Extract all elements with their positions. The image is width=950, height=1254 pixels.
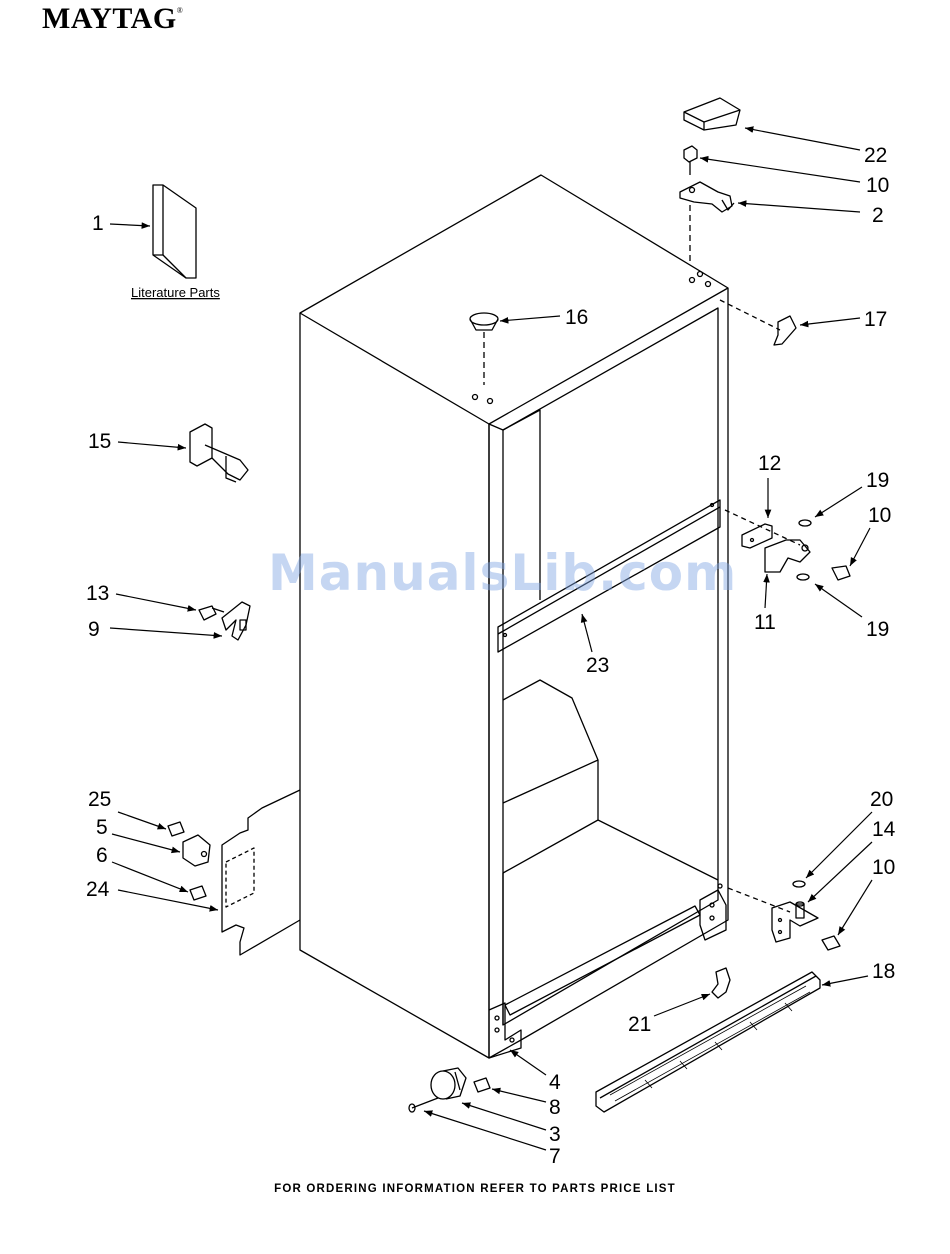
refrigerator-cabinet (222, 175, 728, 1058)
screw-part-25 (168, 822, 184, 836)
literature-parts-label: Literature Parts (131, 285, 220, 300)
callout-1: 1 (92, 212, 104, 235)
callout-12: 12 (758, 452, 781, 475)
screw-part-10-middle (832, 566, 850, 580)
watermark: ManualsLib.com (268, 544, 737, 602)
callout-21: 21 (628, 1013, 651, 1036)
screw-part-6 (190, 886, 206, 900)
footer-note: FOR ORDERING INFORMATION REFER TO PARTS … (0, 1183, 950, 1195)
screw-part-10-lower (822, 936, 840, 950)
callout-22: 22 (864, 144, 887, 167)
callout-14: 14 (872, 818, 896, 841)
center-hinge-part-11 (725, 510, 810, 572)
leveler-part-3 (431, 1068, 466, 1099)
callout-13: 13 (86, 582, 109, 605)
callout-23: 23 (586, 654, 609, 677)
callout-20: 20 (870, 788, 893, 811)
hinge-cover-part-22 (684, 98, 740, 130)
callout-17: 17 (864, 308, 887, 331)
door-handle-part-15 (190, 424, 248, 482)
washer-part-19-lower (797, 574, 809, 580)
callout-19-lower: 19 (866, 618, 889, 641)
toe-grille-part-18 (596, 972, 820, 1112)
clamp-part-5 (183, 835, 210, 866)
bracket-part-9 (222, 602, 250, 640)
callout-18: 18 (872, 960, 895, 983)
grille-clip-part-21 (712, 968, 730, 998)
callout-9: 9 (88, 618, 100, 641)
callout-24: 24 (86, 878, 110, 901)
plug-button-part-16 (470, 313, 498, 385)
center-hinge-part-12 (742, 524, 772, 548)
pin-part-7 (409, 1098, 438, 1112)
screw-part-13 (199, 606, 224, 620)
callout-15: 15 (88, 430, 111, 453)
callout-2: 2 (872, 204, 884, 227)
callout-7: 7 (549, 1145, 561, 1168)
callout-5: 5 (96, 816, 108, 839)
callout-19-upper: 19 (866, 469, 889, 492)
leader-lines (110, 128, 872, 1150)
washer-part-19-upper (799, 520, 811, 526)
callout-3: 3 (549, 1123, 561, 1146)
top-hinge-screw-part-10 (684, 146, 697, 175)
callout-10-top: 10 (866, 174, 889, 197)
callout-10-middle: 10 (868, 504, 891, 527)
door-stop-clip-part-17 (720, 300, 796, 345)
literature-booklet-part-1 (153, 185, 196, 278)
callout-8: 8 (549, 1096, 561, 1119)
top-hinge-part-2 (680, 182, 734, 262)
callout-25: 25 (88, 788, 111, 811)
callout-16: 16 (565, 306, 588, 329)
callout-10-lower: 10 (872, 856, 895, 879)
washer-part-20 (793, 881, 805, 887)
callout-6: 6 (96, 844, 108, 867)
screw-part-8 (474, 1078, 490, 1092)
callout-4: 4 (549, 1071, 561, 1094)
callout-11: 11 (754, 611, 776, 634)
